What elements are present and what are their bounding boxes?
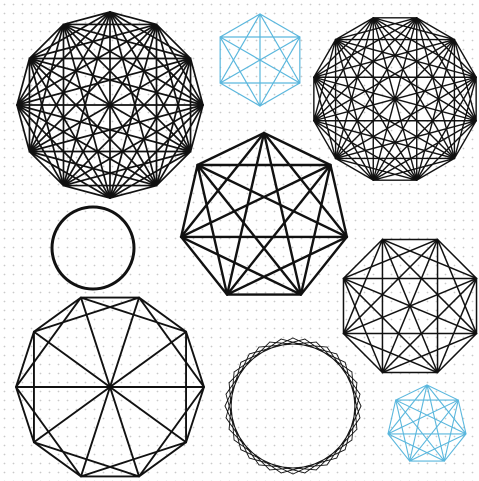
geometric-patterns-canvas bbox=[0, 0, 479, 481]
